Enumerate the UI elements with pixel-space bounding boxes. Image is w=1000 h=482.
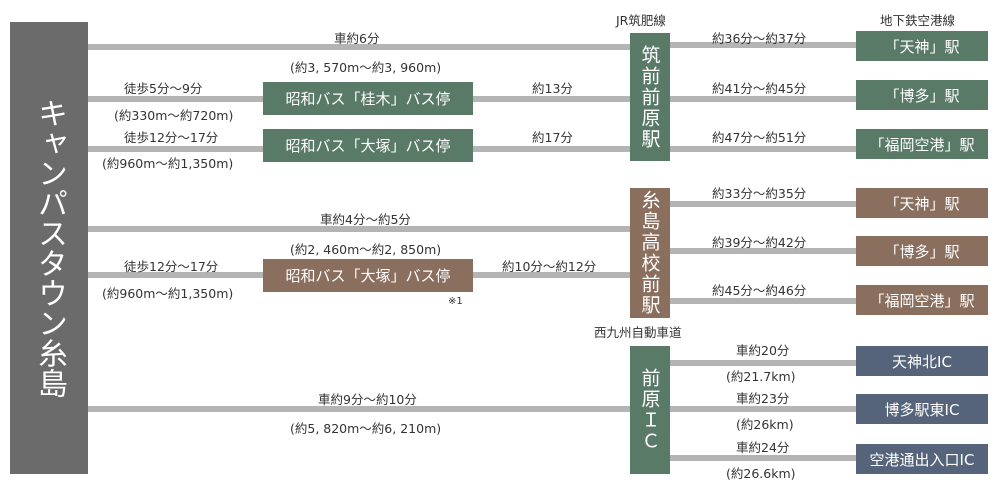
dest-hakata-from-maebaru: 「博多」駅 [856, 80, 988, 110]
e2-top: 車約23分 [736, 391, 790, 406]
route-line-m3 [668, 146, 858, 152]
r2-top: 徒歩5分～9分 [124, 81, 203, 96]
hub-maebaru-ic: 前原ＩＣ [630, 346, 670, 474]
r4-bottom: (約2, 460m～約2, 850m) [290, 242, 442, 257]
footnote-mark: ※1 [448, 296, 463, 307]
m3-label: 約47分～約51分 [712, 130, 807, 145]
r1-top: 車約6分 [334, 31, 380, 46]
bus-stop-otsuka-1: 昭和バス「大塚」バス停 [263, 129, 473, 162]
route-line-i2 [668, 248, 858, 254]
r5-top: 徒歩12分～17分 [124, 259, 219, 274]
route-line-e1 [668, 360, 858, 366]
i1-label: 約33分～約35分 [712, 186, 807, 201]
route-line-m2 [668, 96, 858, 102]
dest-tenjin-kita-ic: 天神北IC [856, 346, 988, 376]
header-jr: JR筑肥線 [616, 13, 666, 28]
r5-mid: 約10分～約12分 [502, 259, 597, 274]
dest-airport-from-maebaru: 「福岡空港」駅 [856, 129, 988, 159]
route-line-car-ic [88, 406, 633, 412]
r4-top: 車約4分～約5分 [320, 212, 411, 227]
route-line-e3 [668, 455, 858, 461]
dest-kuko-dori-ic: 空港通出入口IC [856, 444, 988, 474]
e3-bottom: (約26.6km) [726, 466, 796, 481]
route-line-i3 [668, 298, 858, 304]
dest-airport-from-itoshima: 「福岡空港」駅 [856, 285, 988, 315]
bus-stop-katsuragi: 昭和バス「桂木」バス停 [263, 82, 473, 115]
r5-bottom: (約960m～約1,350m) [102, 286, 234, 301]
r1-bottom: (約3, 570m～約3, 960m) [290, 60, 442, 75]
i2-label: 約39分～約42分 [712, 235, 807, 250]
route-line-e2 [668, 406, 858, 412]
bus-stop-otsuka-2: 昭和バス「大塚」バス停 [263, 259, 473, 292]
header-subway: 地下鉄空港線 [880, 13, 956, 28]
route-line-car-itoshima [88, 226, 633, 232]
r2-bottom: (約330m～約720m) [114, 108, 234, 123]
e1-bottom: (約21.7km) [726, 369, 796, 384]
dest-tenjin-from-maebaru: 「天神」駅 [856, 31, 988, 61]
origin-label: キャンパスタウン糸島 [32, 98, 67, 398]
route-line-car-maebaru [88, 44, 633, 50]
r2-mid: 約13分 [532, 81, 573, 96]
route-line-m1 [668, 42, 858, 48]
m2-label: 約41分～約45分 [712, 81, 807, 96]
dest-tenjin-from-itoshima: 「天神」駅 [856, 188, 988, 218]
r6-top: 車約9分～約10分 [318, 392, 417, 407]
e1-top: 車約20分 [736, 343, 790, 358]
e2-bottom: (約26km) [736, 417, 794, 432]
m1-label: 約36分～約37分 [712, 31, 807, 46]
route-line-i1 [668, 201, 858, 207]
dest-hakata-from-itoshima: 「博多」駅 [856, 236, 988, 266]
r3-mid: 約17分 [532, 130, 573, 145]
r3-bottom: (約960m～約1,350m) [102, 156, 234, 171]
origin-box: キャンパスタウン糸島 [10, 22, 88, 474]
e3-top: 車約24分 [736, 440, 790, 455]
i3-label: 約45分～約46分 [712, 283, 807, 298]
dest-hakata-eki-higashi-ic: 博多駅東IC [856, 394, 988, 424]
header-expressway: 西九州自動車道 [594, 325, 682, 340]
r3-top: 徒歩12分～17分 [124, 130, 219, 145]
hub-maebaru-station: 筑前前原駅 [630, 33, 670, 161]
r6-bottom: (約5, 820m～約6, 210m) [290, 421, 442, 436]
hub-itoshima-hs-station: 糸島高校前駅 [630, 188, 670, 318]
